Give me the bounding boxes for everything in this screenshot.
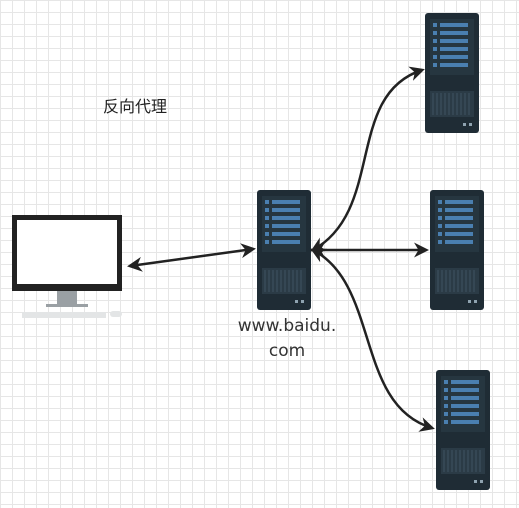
proxy-server-label: www.baidu. com xyxy=(222,314,352,364)
backend-server-1-icon xyxy=(424,12,480,134)
proxy-server1-arrow xyxy=(310,66,425,252)
backend-server-3-icon xyxy=(435,369,491,491)
proxy-server-icon xyxy=(256,189,312,311)
backend-server-2-icon xyxy=(429,189,485,311)
desktop-computer-icon xyxy=(12,215,122,318)
proxy-server3-arrow xyxy=(310,248,435,432)
client-proxy-arrow xyxy=(127,243,256,272)
diagram-title: 反向代理 xyxy=(103,97,168,116)
proxy-label-line2: com xyxy=(268,341,306,361)
proxy-label-line1: www.baidu. xyxy=(237,316,337,336)
